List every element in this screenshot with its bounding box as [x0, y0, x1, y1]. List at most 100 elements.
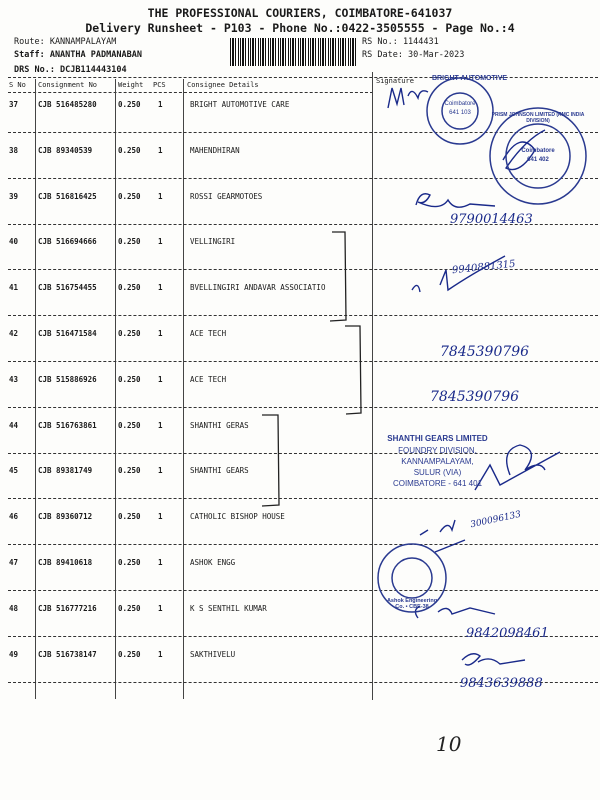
- row-divider: [8, 132, 598, 133]
- cell-consignee: K S SENTHIL KUMAR: [190, 603, 267, 613]
- cell-pcs: 1: [158, 512, 163, 522]
- cell-pcs: 1: [158, 145, 163, 155]
- divider: [8, 77, 598, 78]
- stamp-bright-automotive: [426, 77, 494, 145]
- signature-38: [502, 129, 546, 171]
- stamp-ashok-ring: Ashok Engineering Co. • CBE-38: [386, 598, 438, 610]
- signature-48: [414, 605, 496, 619]
- signature-47: [419, 519, 466, 553]
- cell-cno: CJB 516471584: [38, 329, 97, 338]
- cell-cno: CJB 515886926: [38, 374, 97, 384]
- cell-cno: CJB 89381749: [38, 466, 93, 476]
- cell-weight: 0.250: [118, 649, 141, 659]
- cell-weight: 0.250: [118, 329, 141, 338]
- cell-sno: 47: [9, 558, 19, 567]
- cell-weight: 0.250: [118, 603, 141, 613]
- row-divider: [8, 498, 598, 500]
- signature-45: [474, 444, 561, 491]
- cell-pcs: 1: [158, 466, 163, 476]
- cell-consignee: ACE TECH: [190, 374, 227, 384]
- row-divider: [8, 681, 598, 683]
- bracket-mark: [261, 414, 280, 507]
- cell-consignee: VELLINGIRI: [190, 237, 236, 247]
- stamp-bright-pin: 641 103: [449, 110, 471, 116]
- rs-date: RS Date: 30-Mar-2023: [362, 50, 465, 60]
- drs-number: DRS No.: DCJB114443104: [14, 65, 127, 75]
- cell-sno: 44: [9, 420, 19, 430]
- cell-pcs: 1: [158, 329, 163, 338]
- cell-pcs: 1: [158, 100, 163, 109]
- cell-pcs: 1: [158, 283, 163, 293]
- cell-weight: 0.250: [118, 100, 141, 109]
- cell-consignee: ACE TECH: [190, 329, 227, 338]
- cell-consignee: SHANTHI GERAS: [190, 420, 249, 430]
- signature-39: [415, 193, 496, 208]
- cell-sno: 37: [9, 100, 19, 109]
- column-line: [35, 79, 36, 699]
- cell-sno: 43: [9, 374, 19, 384]
- cell-consignee: MAHENDHIRAN: [190, 145, 240, 155]
- handwritten-phone-49: 9843639888: [460, 676, 543, 691]
- handwritten-phone-42: 7845390796: [440, 344, 530, 360]
- row-divider: [8, 315, 598, 317]
- cell-consignee: CATHOLIC BISHOP HOUSE: [190, 512, 285, 522]
- cell-cno: CJB 89360712: [38, 512, 93, 522]
- stamp-shanthi-line5: COIMBATORE - 641 401: [392, 479, 483, 488]
- stamp-prism-ring: PRISM JOHNSON LIMITED (RMC INDIA DIVISIO…: [491, 112, 585, 124]
- row-divider: [8, 590, 598, 591]
- stamp-shanthi-line1: SHANTHI GEARS LIMITED: [387, 434, 488, 443]
- cell-cno: CJB 516694666: [38, 237, 97, 247]
- signature-49: [461, 653, 526, 666]
- cell-weight: 0.250: [118, 237, 141, 247]
- cell-sno: 42: [9, 329, 19, 338]
- cell-weight: 0.250: [118, 145, 141, 155]
- cell-sno: 46: [9, 512, 19, 522]
- route-label: Route: KANNAMPALAYAM: [14, 37, 117, 47]
- col-consignee: Consignee Details: [187, 81, 259, 89]
- cell-weight: 0.250: [118, 191, 141, 201]
- row-divider: [8, 452, 598, 454]
- row-divider: [8, 544, 598, 546]
- stamp-shanthi-line4: SULUR (VIA): [413, 468, 462, 477]
- col-sno: S No: [9, 81, 26, 89]
- cell-sno: 45: [9, 466, 19, 476]
- stamp-bright-city: Coimbatore: [444, 101, 476, 107]
- cell-cno: CJB 89340539: [38, 145, 93, 155]
- company-title: THE PROFESSIONAL COURIERS, COIMBATORE-64…: [147, 6, 453, 20]
- cell-cno: CJB 89410618: [38, 558, 93, 567]
- stamp-prism-pin: 641 402: [527, 157, 549, 163]
- barcode: [230, 38, 356, 66]
- row-divider: [8, 177, 598, 179]
- cell-pcs: 1: [158, 191, 163, 201]
- bracket-mark: [329, 231, 347, 322]
- rs-number: RS No.: 1144431: [362, 37, 439, 47]
- stamp-bright-ring: BRIGHT AUTOMOTIVE: [432, 75, 508, 82]
- cell-pcs: 1: [158, 420, 163, 430]
- row-divider: [8, 223, 598, 225]
- handwritten-page-number: 10: [436, 732, 462, 756]
- handwritten-phone-39: 9790014463: [450, 212, 533, 227]
- staff-label: Staff: ANANTHA PADMANABAN: [14, 50, 142, 60]
- stamp-shanthi-line3: KANNAMPALAYAM,: [401, 457, 474, 466]
- row-divider: [8, 635, 598, 637]
- cell-pcs: 1: [158, 374, 163, 384]
- cell-weight: 0.250: [118, 283, 141, 293]
- cell-sno: 38: [9, 145, 19, 155]
- cell-sno: 41: [9, 283, 19, 293]
- cell-pcs: 1: [158, 603, 163, 613]
- row-divider: [8, 406, 598, 408]
- row-divider: [8, 361, 598, 362]
- cell-consignee: SAKTHIVELU: [190, 649, 236, 659]
- cell-consignee: SHANTHI GEARS: [190, 466, 249, 476]
- cell-consignee: ASHOK ENGG: [190, 558, 236, 567]
- cell-weight: 0.250: [118, 374, 141, 384]
- cell-weight: 0.250: [118, 512, 141, 522]
- cell-cno: CJB 516738147: [38, 649, 97, 659]
- stamp-prism-johnson: [489, 107, 587, 205]
- cell-consignee: ROSSI GEARMOTOES: [190, 191, 263, 201]
- cell-weight: 0.250: [118, 420, 141, 430]
- column-line: [183, 79, 184, 699]
- cell-sno: 49: [9, 649, 19, 659]
- cell-pcs: 1: [158, 649, 163, 659]
- cell-weight: 0.250: [118, 558, 141, 567]
